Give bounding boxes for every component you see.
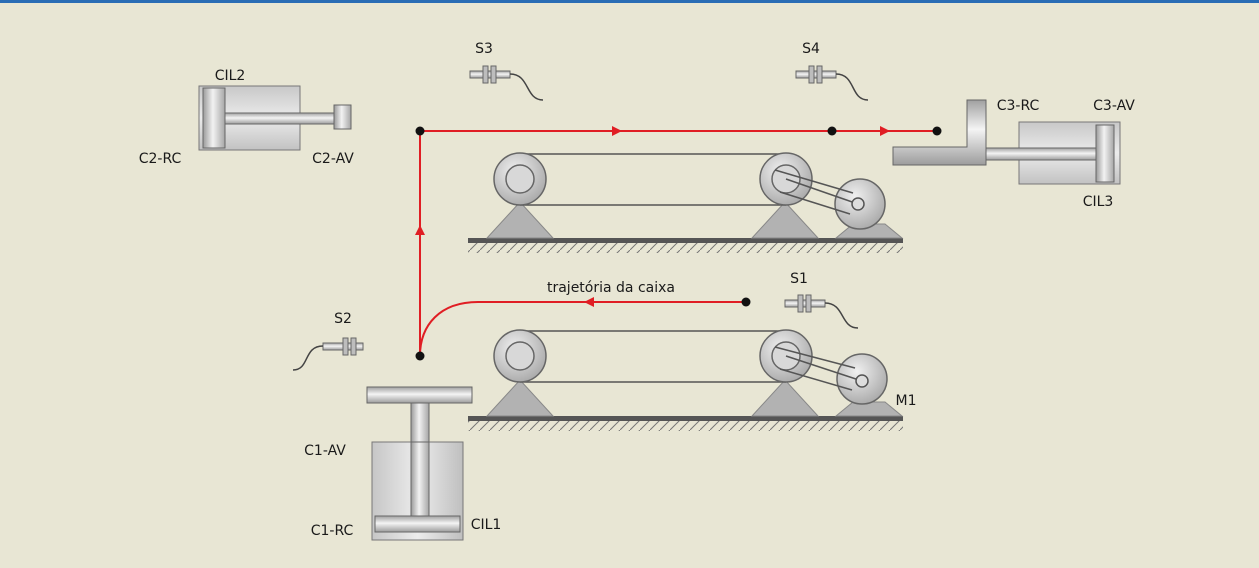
upper-conveyor (468, 152, 904, 253)
path-node (741, 297, 751, 307)
label-cil2: CIL2 (215, 68, 246, 84)
top-rule (0, 0, 1259, 3)
sensor-s1 (784, 294, 859, 329)
label-c3-av: C3-AV (1093, 98, 1135, 114)
arrow-right (880, 126, 890, 136)
sensor-s4 (795, 65, 869, 101)
path-node (415, 126, 425, 136)
arrow-left (584, 297, 594, 307)
path-node (415, 351, 425, 361)
label-path: trajetória da caixa (547, 280, 675, 296)
label-s1: S1 (790, 271, 808, 287)
cylinder-cil1 (366, 386, 473, 541)
path-node (827, 126, 837, 136)
cylinder-cil2 (198, 85, 352, 151)
sensor-s2 (292, 337, 364, 371)
label-s4: S4 (802, 41, 820, 57)
sensor-s3 (469, 65, 544, 101)
arrow-right (612, 126, 622, 136)
label-s2: S2 (334, 311, 352, 327)
label-cil1: CIL1 (471, 517, 502, 533)
label-c1-av: C1-AV (304, 443, 346, 459)
label-c2-rc: C2-RC (139, 151, 182, 167)
label-c3-rc: C3-RC (997, 98, 1040, 114)
label-m1: M1 (896, 393, 917, 409)
label-s3: S3 (475, 41, 493, 57)
arrow-up (415, 225, 425, 235)
cylinder-cil3 (892, 99, 1121, 185)
label-c1-rc: C1-RC (311, 523, 354, 539)
lower-conveyor (468, 329, 904, 431)
label-c2-av: C2-AV (312, 151, 354, 167)
path-node (932, 126, 942, 136)
label-cil3: CIL3 (1083, 194, 1114, 210)
box-trajectory (415, 126, 942, 361)
